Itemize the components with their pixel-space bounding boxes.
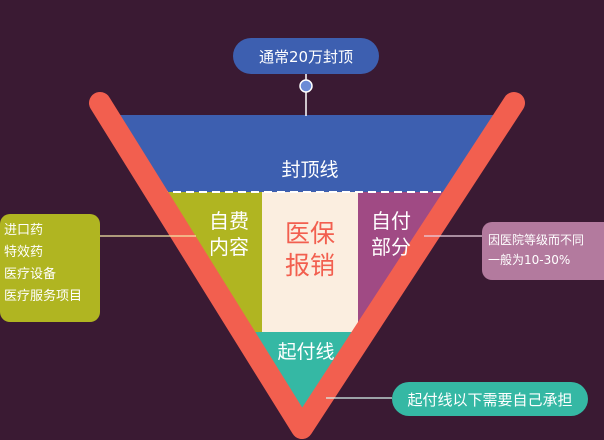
triangle-outline bbox=[89, 92, 525, 439]
self-pay-item: 特效药 bbox=[4, 245, 44, 260]
insurance-band bbox=[262, 192, 358, 332]
deductible-callout: 起付线以下需要自己承担 bbox=[392, 382, 588, 416]
self-pay-label-line1: 自费 bbox=[209, 209, 249, 233]
self-pay-item: 进口药 bbox=[4, 223, 44, 238]
cap-connector-dot bbox=[299, 79, 313, 93]
co-pay-label-line1: 自付 bbox=[371, 209, 411, 233]
insurance-label: 医保 报销 bbox=[262, 218, 358, 282]
self-pay-items-box: 进口药 特效药 医疗设备 医疗服务项目 bbox=[0, 214, 100, 322]
self-pay-item: 医疗设备 bbox=[4, 267, 57, 282]
insurance-label-line2: 报销 bbox=[284, 251, 335, 280]
cap-callout: 通常20万封顶 bbox=[233, 38, 379, 74]
co-pay-note-box: 因医院等级而不同 一般为10-30% bbox=[482, 222, 604, 280]
self-pay-label-line2: 内容 bbox=[209, 235, 249, 259]
insurance-label-line1: 医保 bbox=[284, 219, 335, 248]
self-pay-item: 医疗服务项目 bbox=[4, 289, 83, 304]
co-pay-label-line2: 部分 bbox=[371, 235, 411, 259]
self-pay-label: 自费 内容 bbox=[196, 208, 262, 260]
co-pay-label: 自付 部分 bbox=[358, 208, 424, 260]
co-pay-note-line1: 因医院等级而不同 bbox=[488, 233, 585, 247]
cap-band bbox=[110, 115, 510, 192]
co-pay-note-line2: 一般为10-30% bbox=[488, 253, 571, 267]
deductible-line-label: 起付线 bbox=[277, 341, 335, 363]
cap-line-label: 封顶线 bbox=[281, 159, 339, 181]
